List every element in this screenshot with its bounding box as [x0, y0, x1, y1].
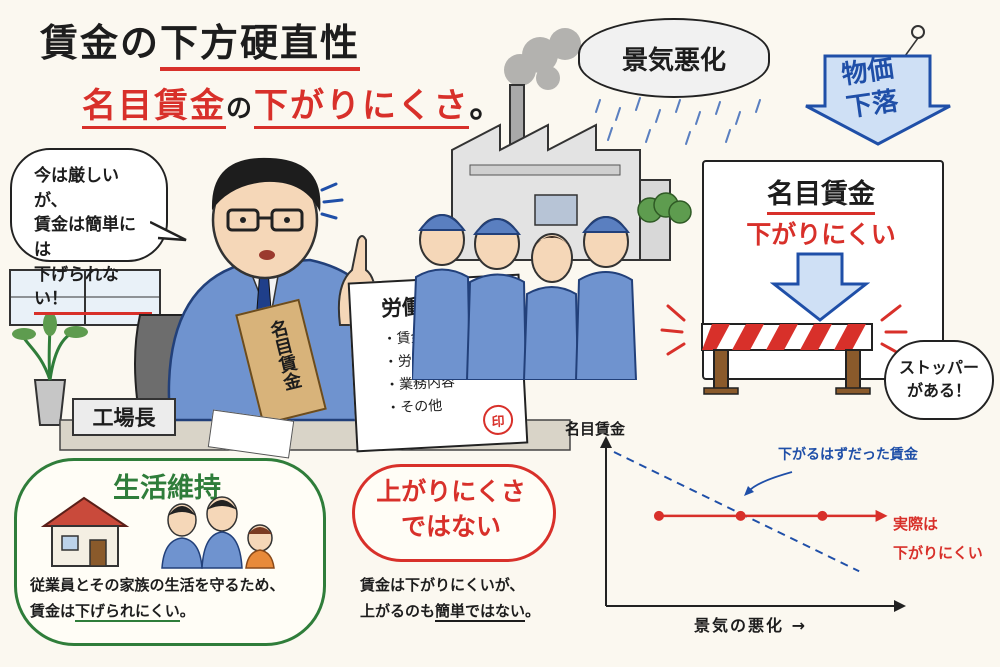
subtitle-part-b: の [226, 94, 255, 124]
speech-tail [150, 220, 187, 242]
stopper-barrier-illustration [660, 304, 908, 395]
subtitle-part-a: 名目賃金 [82, 86, 226, 129]
not-up-line2-pre: 上がるのも [360, 602, 436, 621]
worker-figure [412, 214, 472, 380]
window-illustration [9, 269, 161, 326]
livelihood-line2-pre: 賃金は [30, 602, 76, 621]
annotation-arrowhead-icon [744, 486, 754, 496]
chart-annotation-solid: 実際は 下がりにくい [893, 510, 983, 567]
smoke-illustration [504, 28, 581, 90]
emphasis-marks [320, 182, 344, 220]
chart-annotation-solid-1: 実際は [893, 515, 939, 533]
not-up-title: 上がりにくさ ではない [352, 474, 550, 544]
subtitle-part-d: 。 [469, 86, 506, 126]
speech-line2: 賃金は簡単には [34, 215, 136, 260]
speech-line1: 今は厳しいが、 [34, 166, 119, 211]
nameplate-label: 工場長 [92, 406, 156, 430]
seal-stamp: 印 [482, 404, 514, 436]
not-up-line2: 上がるのも簡単ではない。 [360, 598, 590, 624]
actual-wage-point [735, 510, 746, 521]
livelihood-line1: 従業員とその家族の生活を守るため、 [30, 576, 285, 594]
wage-chart [600, 436, 906, 612]
not-up-line2-post: 。 [525, 602, 541, 621]
expected-wage-line [613, 451, 860, 573]
chart-y-label: 名目賃金 [565, 420, 626, 438]
not-up-line2-emphasis: 簡単ではない [435, 602, 526, 623]
annotation-pointer [747, 471, 793, 493]
rain-illustration [595, 97, 761, 145]
title-keyword: 下方硬直性 [160, 21, 361, 71]
not-up-text: 賃金は下がりにくいが、 上がるのも簡単ではない。 [360, 572, 590, 625]
livelihood-line2-post: 。 [179, 602, 195, 621]
livelihood-title: 生活維持 [113, 473, 221, 504]
family-illustration [161, 496, 275, 569]
chart-annotation-solid-2: 下がりにくい [893, 543, 983, 562]
family-house-illustration [40, 496, 275, 569]
actual-wage-point [817, 510, 828, 521]
sign-subtitle: 下がりにくい [746, 220, 896, 249]
not-up-title1: 上がりにくさ [376, 477, 526, 506]
stopper-line2: がある！ [906, 381, 971, 401]
actual-wage-arrow-icon [875, 509, 888, 522]
price-drop-label: 物価 下落 [826, 51, 914, 127]
livelihood-line2-emphasis: 下げられにくい [75, 602, 180, 623]
price-drop-arrow [805, 25, 951, 146]
speech-line3: 下げられない！ [34, 263, 152, 315]
not-up-title2: ではない [400, 512, 501, 541]
cloud-label: 景気悪化 [621, 45, 726, 76]
not-up-panel [352, 464, 556, 562]
page-title: 賃金の下方硬直性 [40, 12, 361, 71]
chart-x-label: 景気の悪化 → [694, 616, 807, 635]
stopper-line1: ストッパー [898, 358, 979, 377]
y-axis-arrow-icon [600, 436, 612, 448]
subtitle-part-c: 下がりにくさ [254, 86, 470, 129]
house-illustration [40, 496, 130, 567]
workers-illustration [412, 214, 638, 380]
livelihood-text: 従業員とその家族の生活を守るため、 賃金は下げられにくい。 [30, 572, 320, 625]
worker-figure [465, 218, 528, 380]
x-axis-arrow-icon [894, 600, 906, 612]
actual-wage-point [653, 510, 664, 521]
worker-figure [574, 216, 638, 380]
stopper-speech-bubble: ストッパー がある！ [884, 340, 994, 420]
livelihood-line2: 賃金は下げられにくい。 [30, 598, 320, 624]
plant-illustration [12, 312, 88, 426]
sign-title: 名目賃金 [702, 172, 940, 215]
title-prefix: 賃金の [40, 21, 161, 65]
manager-speech-bubble: 今は厳しいが、 賃金は簡単には 下げられない！ [10, 148, 168, 315]
nameplate: 工場長 [72, 398, 176, 436]
not-up-line1: 賃金は下がりにくいが、 [360, 576, 525, 594]
sign-title-text: 名目賃金 [767, 179, 875, 215]
down-arrow-icon [770, 252, 870, 322]
recession-cloud: 景気悪化 [578, 18, 770, 98]
page-subtitle: 名目賃金の下がりにくさ。 [82, 78, 506, 129]
bush-illustration [637, 192, 692, 224]
chart-annotation-dashed: 下がるはずだった賃金 [778, 447, 918, 463]
worker-figure [522, 233, 580, 380]
